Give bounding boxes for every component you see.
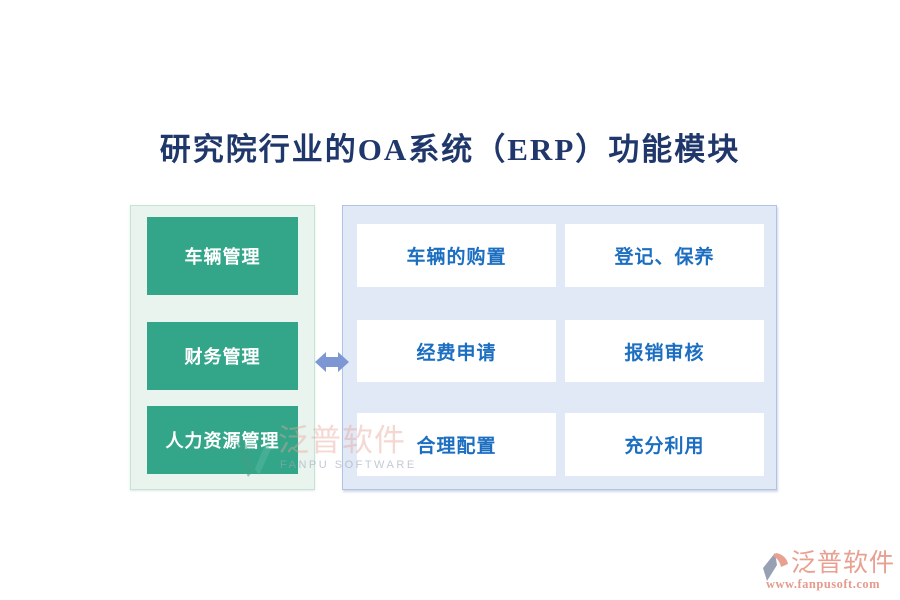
module-card-reasonable-allocation[interactable]: 合理配置: [357, 413, 556, 476]
sidebar-item-label: 车辆管理: [184, 247, 261, 267]
sidebar-item-vehicle-management[interactable]: 车辆管理: [147, 217, 298, 295]
sidebar-item-label: 人力资源管理: [165, 431, 280, 451]
watermark-bottom-right: 泛普软件 www.fanpusoft.com: [762, 550, 896, 595]
module-card-full-utilization[interactable]: 充分利用: [565, 413, 764, 476]
sidebar-item-finance-management[interactable]: 财务管理: [147, 322, 298, 390]
watermark-brand-text: 泛普软件: [791, 550, 896, 577]
module-card-funding-application[interactable]: 经费申请: [357, 320, 556, 382]
double-arrow-icon: [315, 352, 349, 372]
module-card-label: 报销审核: [624, 342, 705, 364]
module-card-label: 合理配置: [416, 436, 497, 457]
module-card-label: 充分利用: [624, 436, 705, 457]
page-title: 研究院行业的OA系统（ERP）功能模块: [159, 132, 741, 167]
module-card-label: 登记、保养: [614, 247, 715, 268]
module-card-reimbursement-review[interactable]: 报销审核: [565, 320, 764, 382]
module-card-registration-maintenance[interactable]: 登记、保养: [565, 224, 764, 287]
sidebar-item-hr-management[interactable]: 人力资源管理: [147, 406, 298, 474]
module-card-vehicle-purchase[interactable]: 车辆的购置: [357, 224, 556, 287]
module-card-label: 车辆的购置: [406, 247, 507, 268]
fanpu-logo-icon: [763, 553, 788, 581]
sidebar-item-label: 财务管理: [184, 347, 261, 367]
module-card-label: 经费申请: [416, 342, 497, 364]
watermark-url-text: www.fanpusoft.com: [766, 577, 881, 591]
